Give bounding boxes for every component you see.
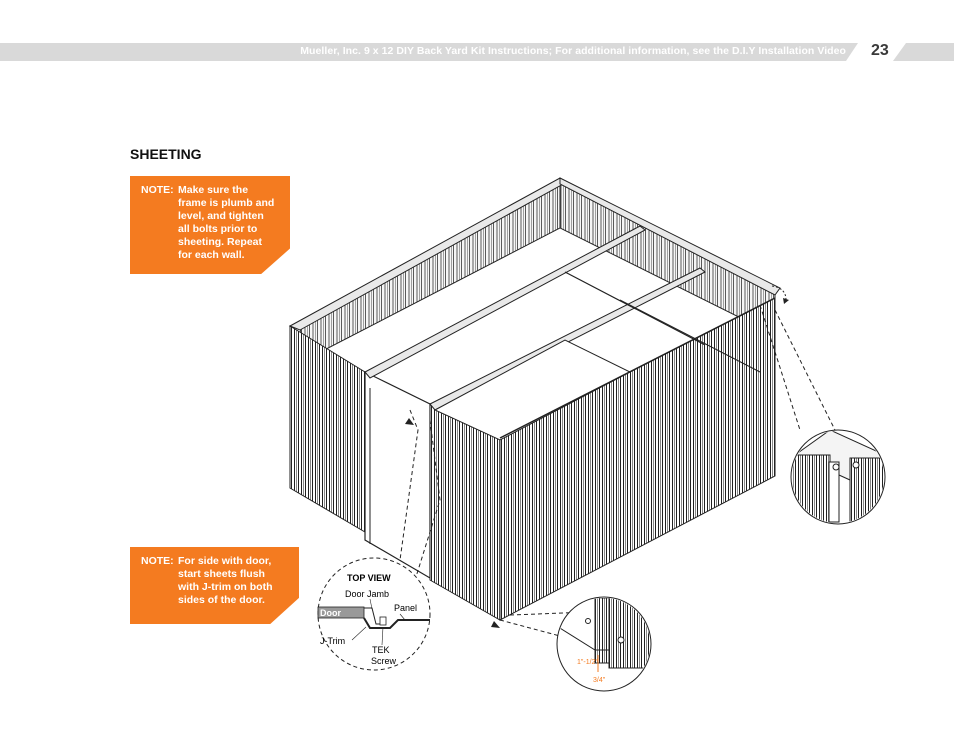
dim-1: 1"-1/2"	[577, 659, 598, 666]
note-label: NOTE:	[141, 555, 174, 567]
page-number: 23	[871, 42, 889, 59]
tek-screw-icon	[379, 616, 387, 626]
back-wall	[299, 182, 561, 361]
tek-label-2: Screw	[371, 656, 397, 666]
top-rail-mid	[364, 225, 646, 379]
j-trim-label: J-Trim	[320, 636, 345, 646]
header-band-shape	[0, 43, 954, 61]
doorway	[364, 371, 431, 580]
note-door-side: NOTE: For side with door, start sheets f…	[130, 547, 299, 624]
rotate-arrow-icon	[771, 285, 787, 301]
note-text: For side with door, start sheets flush w…	[178, 555, 273, 606]
note-frame-plumb: NOTE: Make sure the frame is plumb and l…	[130, 176, 290, 274]
right-long-wall	[499, 297, 776, 621]
base-detail: 1"-1/2" 3/4"	[556, 596, 652, 692]
top-rail-back	[288, 177, 566, 331]
top-view-detail: TOP VIEW Door Jamb Panel Door J-Trim TEK…	[317, 557, 431, 671]
dim-2: 3/4"	[593, 677, 606, 684]
panel-label: Panel	[394, 603, 417, 613]
front-wall	[429, 403, 501, 621]
note-label: NOTE:	[141, 184, 174, 196]
top-view-title: TOP VIEW	[347, 573, 391, 583]
corner-detail	[790, 429, 886, 525]
section-title: SHEETING	[130, 146, 202, 162]
top-rail-front	[429, 267, 706, 411]
back-right-wall	[559, 182, 776, 336]
top-rail-right	[559, 177, 781, 296]
left-wall	[289, 325, 366, 533]
header-title: Mueller, Inc. 9 x 12 DIY Back Yard Kit I…	[300, 45, 846, 57]
note-text: Make sure the frame is plumb and level, …	[178, 184, 275, 261]
door-label: Door	[320, 608, 341, 618]
door-jamb-label: Door Jamb	[345, 589, 389, 599]
tek-label-1: TEK	[372, 645, 390, 655]
header-band	[0, 43, 954, 61]
